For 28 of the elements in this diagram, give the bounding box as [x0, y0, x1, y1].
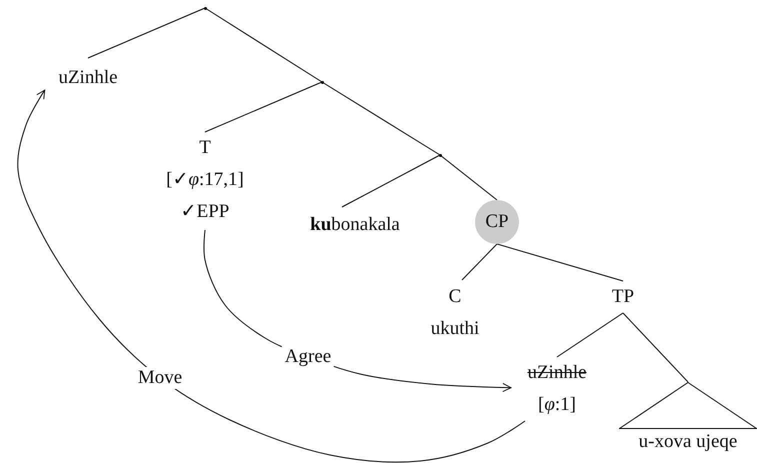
tree-branch-line: [440, 154, 498, 200]
tree-branch-line: [204, 8, 322, 82]
tree-branch-line: [496, 244, 624, 282]
node-label: u-xova ujeqe: [638, 430, 738, 454]
node-label: uZinhle: [58, 66, 118, 90]
branch-point: [320, 80, 324, 84]
node-label: C: [448, 285, 462, 309]
feature-label: [✓φ:17,1]: [166, 168, 244, 192]
node-label: kubonakala: [310, 213, 400, 237]
tree-branch-line: [622, 312, 688, 382]
feature-label: ✓EPP: [180, 200, 230, 224]
tree-branch-line: [462, 244, 498, 280]
node-label: CP: [485, 210, 509, 234]
node-label: TP: [612, 285, 634, 309]
node-label: T: [199, 136, 211, 160]
tree-branch-line: [322, 82, 440, 156]
tree-branch-line: [556, 312, 624, 358]
feature-label: ukuthi: [430, 317, 480, 341]
tree-branch-line: [204, 82, 322, 132]
node-label: uZinhle: [527, 361, 587, 385]
tree-branch-line: [88, 8, 206, 58]
branch-point: [204, 6, 206, 10]
tree-branch-line: [342, 154, 440, 208]
highlighted-node-circle: [475, 200, 519, 244]
branch-point: [438, 154, 442, 156]
curved-arrow: [17, 90, 526, 463]
edge-label: Agree: [282, 346, 334, 368]
feature-label: [φ:1]: [538, 393, 576, 417]
